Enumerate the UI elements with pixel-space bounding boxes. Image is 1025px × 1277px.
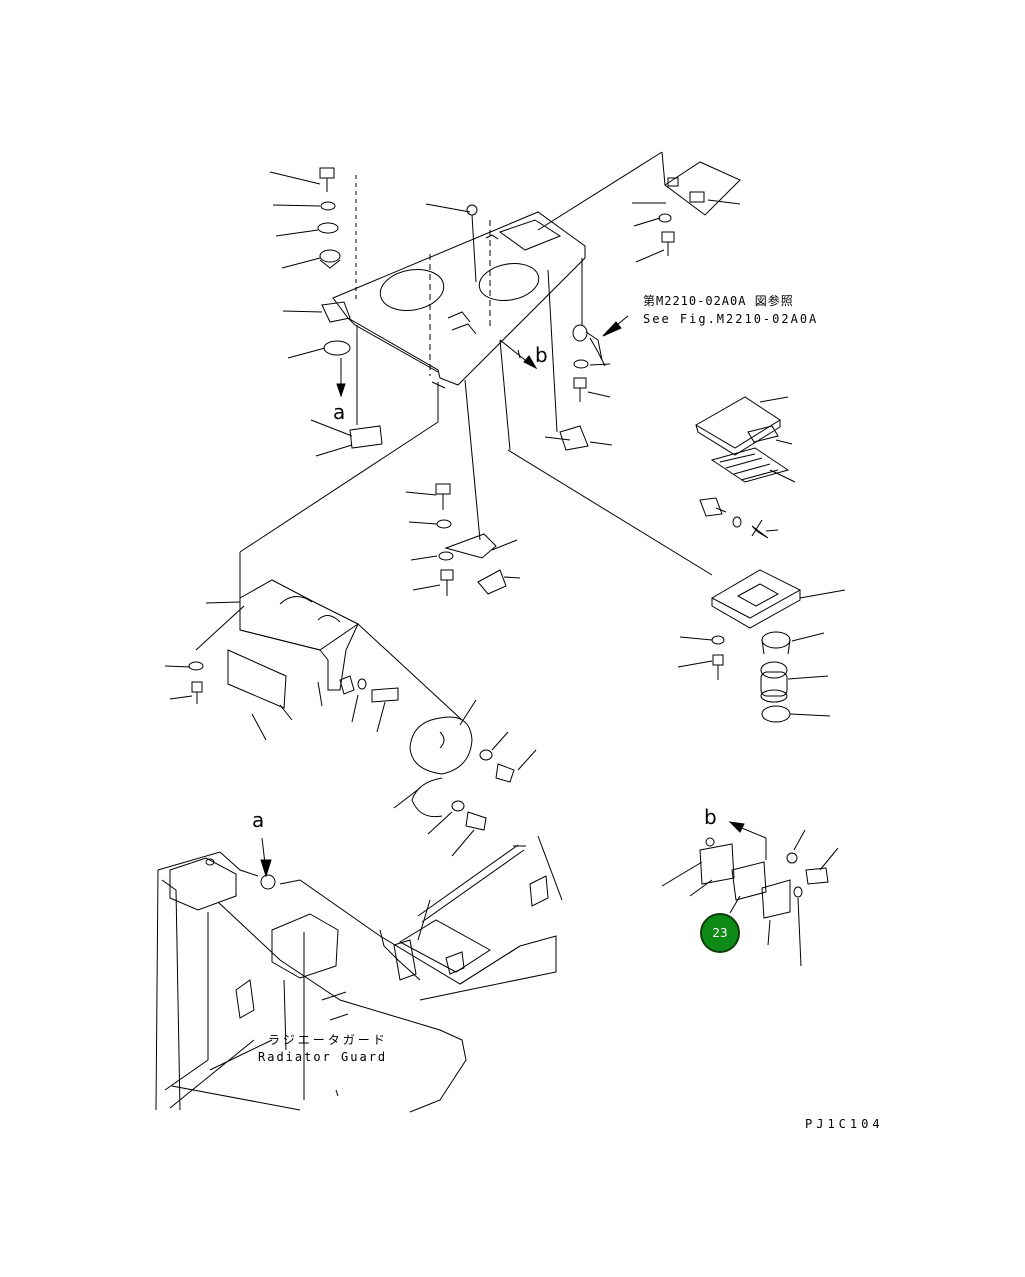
top-right-plate (537, 151, 741, 263)
figure-reference-english: See Fig.M2210-02A0A (643, 312, 819, 326)
radiator-guard-label-english: Radiator Guard (258, 1050, 388, 1064)
b-arrow-top (499, 339, 538, 370)
left-fastener-stack (317, 167, 383, 449)
leader-lines-left (269, 171, 471, 457)
view-letter-b-bottom: b (704, 805, 717, 829)
center-bolt (466, 204, 478, 283)
view-letter-b-top: b (535, 343, 548, 367)
right-support (544, 258, 629, 451)
radiator-guard-body (155, 835, 563, 1113)
lower-left-box (164, 552, 463, 741)
ring-parts (393, 699, 537, 857)
figure-reference-japanese: 第M2210-02A0A 図参照 (643, 294, 794, 308)
center-fastener-stack (239, 379, 521, 596)
part-number-callout[interactable]: 23 (700, 913, 740, 953)
filter-assembly (499, 339, 846, 723)
bottom-right-group (661, 821, 839, 967)
frame-plate (332, 211, 586, 389)
view-letter-a-bottom: a (252, 808, 265, 832)
view-letter-a-top: a (333, 400, 346, 424)
radiator-guard-label-japanese: ラジエータガード (268, 1033, 388, 1047)
drawing-code: PJ1C104 (805, 1117, 884, 1131)
